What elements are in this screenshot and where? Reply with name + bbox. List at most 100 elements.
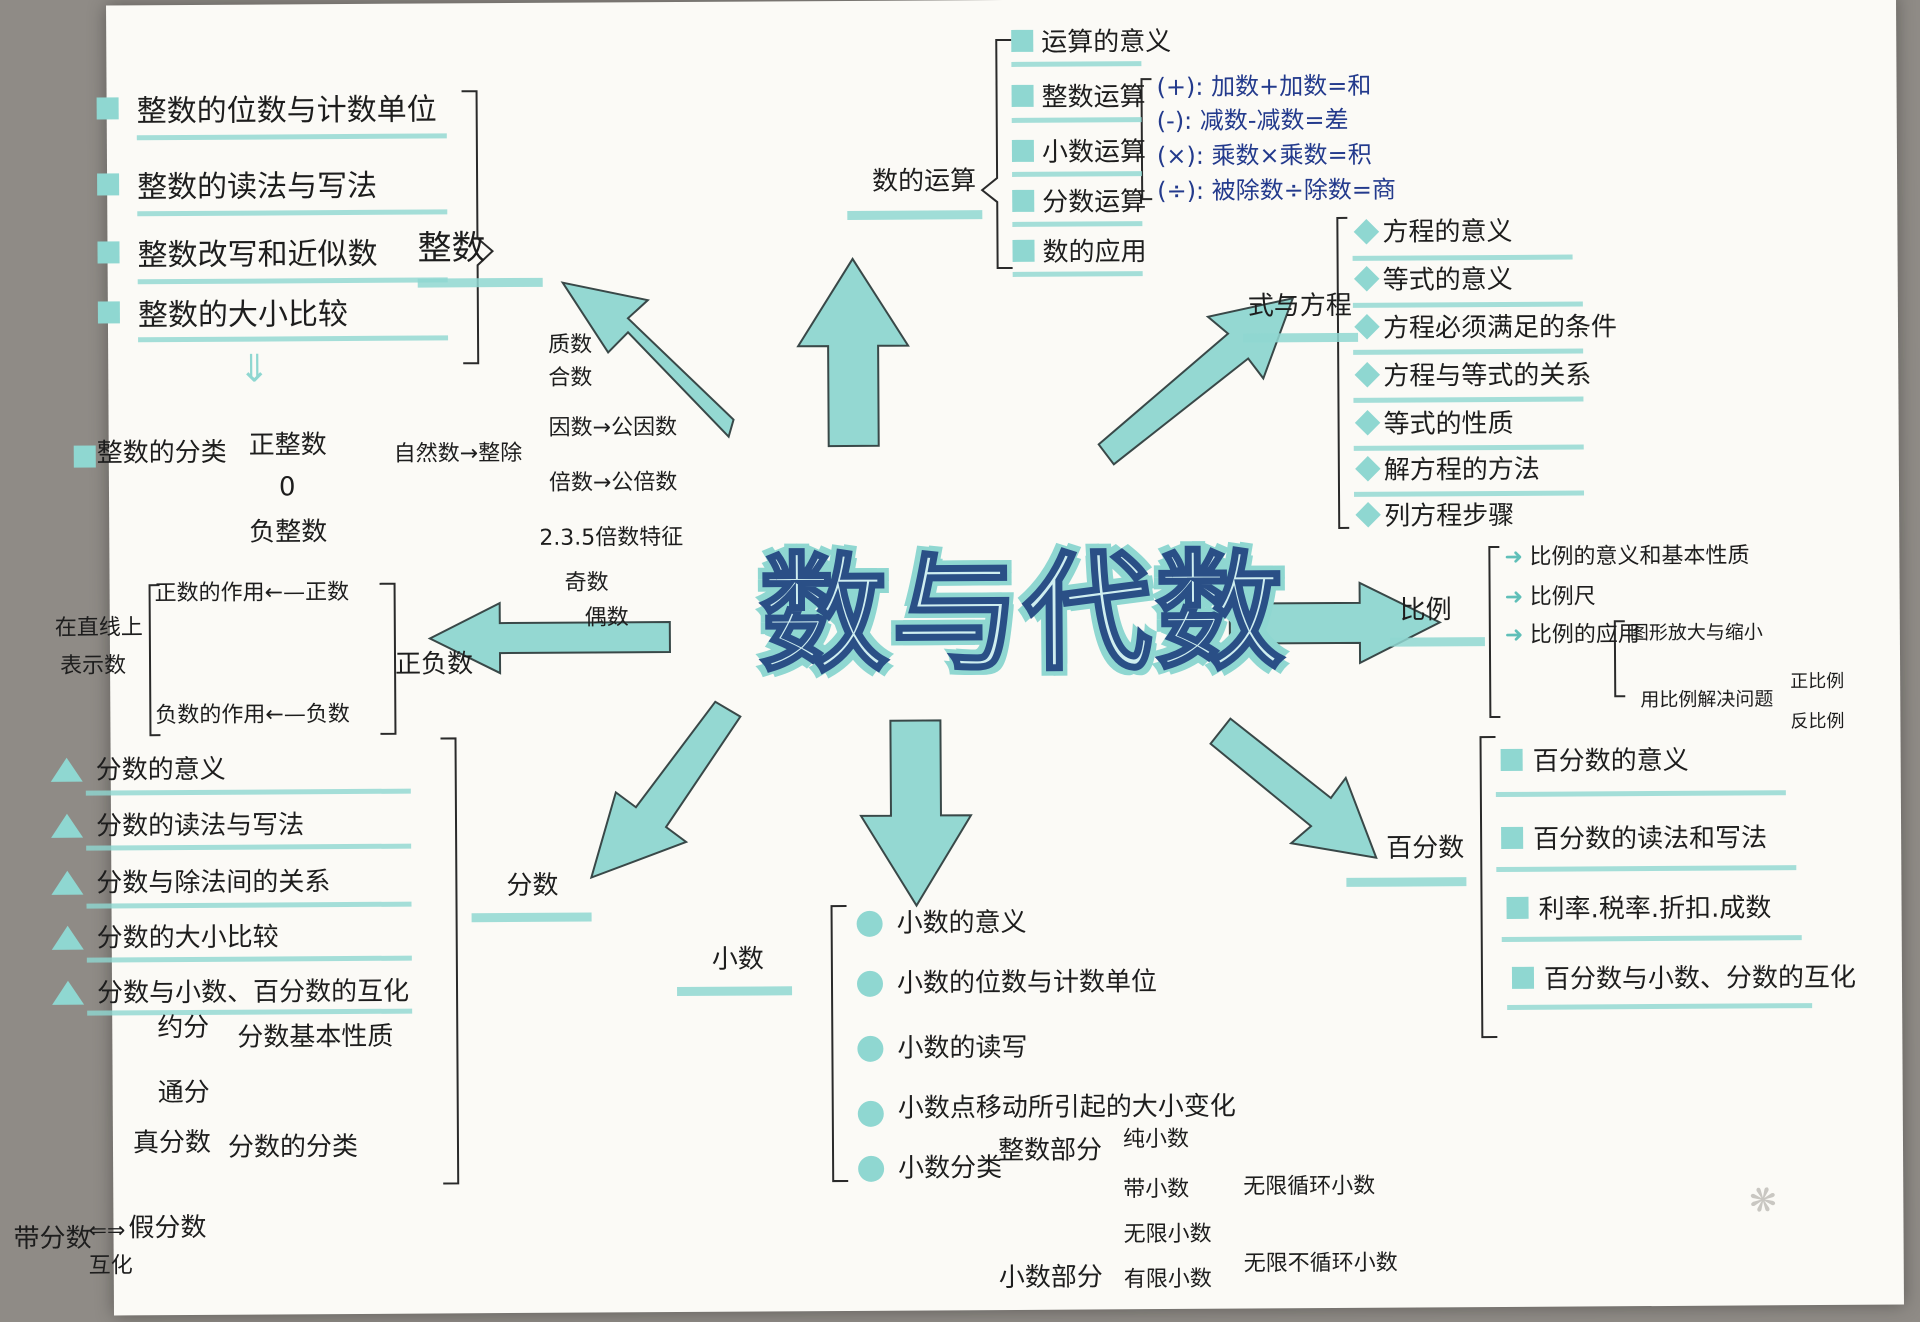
ratio-inverse: 反比例 xyxy=(1790,710,1845,733)
operations-item-2-underline xyxy=(1011,117,1142,123)
bullet-square xyxy=(96,97,119,120)
decimal-infinite: 无限小数 xyxy=(1123,1221,1212,1248)
bullet-triangle xyxy=(51,870,84,895)
operations-title-underline xyxy=(847,210,983,220)
brace-formulas xyxy=(1140,78,1153,201)
arrow-left xyxy=(427,601,671,675)
bullet-square xyxy=(73,445,96,468)
percent-title: 百分数 xyxy=(1386,833,1465,864)
integer-factor: 因数→公因数 xyxy=(548,414,678,441)
bullet-circle xyxy=(856,910,883,937)
integer-odd: 奇数 xyxy=(564,570,609,596)
signed-numberline-2: 表示数 xyxy=(59,653,127,679)
integer-item-3: 整数改写和近似数 xyxy=(137,236,378,274)
arrow-down xyxy=(859,719,973,908)
operations-title: 数的运算 xyxy=(872,166,977,197)
arrow-right-icon: ➜ xyxy=(1504,622,1524,648)
arrow-up-left xyxy=(560,281,735,439)
fraction-classification: 分数的分类 xyxy=(227,1131,359,1163)
brace-fraction xyxy=(440,737,460,1185)
ratio-direct: 正比例 xyxy=(1790,670,1845,693)
percent-title-underline xyxy=(1346,877,1467,887)
brace-numberline xyxy=(148,584,161,737)
formula-divide: (÷): 被除数÷除数=商 xyxy=(1157,175,1397,206)
decimal-finite: 有限小数 xyxy=(1123,1266,1212,1293)
bullet-square xyxy=(97,301,120,324)
bullet-square xyxy=(97,173,120,196)
formula-subtract: (-): 减数-减数=差 xyxy=(1156,105,1349,136)
decimal-title-underline xyxy=(677,986,793,997)
arrow-up xyxy=(796,257,910,448)
operations-item-3: 小数运算 xyxy=(1041,137,1147,168)
exchange-arrow-icon: ⇐⇒ xyxy=(88,1218,126,1244)
decimal-nonrepeating: 无限不循环小数 xyxy=(1243,1250,1398,1277)
bullet-square xyxy=(1011,84,1034,107)
bullet-triangle xyxy=(51,980,85,1005)
operations-item-5-underline xyxy=(1012,271,1143,277)
integer-classification-label: 整数的分类 xyxy=(96,437,227,469)
arrow-right-icon: ➜ xyxy=(1504,584,1524,610)
integer-item-1: 整数的位数与计数单位 xyxy=(136,92,437,130)
integer-multiple: 倍数→公倍数 xyxy=(548,469,678,496)
bullet-triangle xyxy=(50,757,83,782)
signed-positive: 正数的作用←—正数 xyxy=(154,580,350,607)
bullet-square xyxy=(1011,139,1034,162)
bullet-triangle xyxy=(51,925,84,950)
integer-type-zero: 0 xyxy=(278,472,296,503)
decimal-item-3: 小数的读写 xyxy=(897,1032,1028,1064)
decimal-item-1: 小数的意义 xyxy=(896,907,1027,939)
formula-multiply: (×): 乘数×乘数=积 xyxy=(1156,140,1372,171)
paper-sheet: 数与代数 整数 整数的位数与计数单位 整数的读法与写法 整数改写和近似数 整数的… xyxy=(13,0,1904,1316)
fraction-mixed-number: 带分数 xyxy=(13,1223,92,1255)
brace-percent xyxy=(1479,736,1498,1039)
fraction-common-denominator: 通分 xyxy=(157,1077,210,1109)
operations-item-4-underline xyxy=(1012,221,1143,227)
decimal-repeating: 无限循环小数 xyxy=(1243,1173,1376,1200)
percent-item-4: 百分数与小数、分数的互化 xyxy=(1543,962,1857,995)
integer-item-4: 整数的大小比较 xyxy=(137,297,349,334)
operations-item-1: 运算的意义 xyxy=(1041,26,1172,58)
brace-operations xyxy=(980,38,1013,270)
operations-item-1-underline xyxy=(1011,61,1142,67)
brace-equations xyxy=(1336,216,1350,529)
brace-signed xyxy=(379,582,397,735)
ratio-item-3: 比例的应用 xyxy=(1529,622,1640,648)
fraction-item-3: 分数与除法间的关系 xyxy=(96,867,331,899)
equations-item-1: 方程的意义 xyxy=(1382,216,1513,248)
ratio-item-1: 比例的意义和基本性质 xyxy=(1529,543,1750,570)
signed-numberline-1: 在直线上 xyxy=(54,615,143,641)
integer-natural-number: 自然数→整除 xyxy=(393,440,523,467)
bullet-triangle xyxy=(50,813,84,838)
center-title: 数与代数 xyxy=(758,537,1290,692)
brace-decimal xyxy=(830,904,849,1183)
operations-item-3-underline xyxy=(1012,171,1143,177)
decimal-class-int: 整数部分 xyxy=(997,1135,1103,1167)
fraction-item-2: 分数的读法与写法 xyxy=(95,810,305,842)
bullet-square xyxy=(1511,966,1535,989)
down-double-arrow-icon: ⇓ xyxy=(238,346,271,391)
brace-ratio-app xyxy=(1613,620,1626,698)
ratio-item-2: 比例尺 xyxy=(1529,584,1596,610)
percent-item-3: 利率.税率.折扣.成数 xyxy=(1538,893,1772,925)
integer-type-negative: 负整数 xyxy=(249,517,328,548)
bullet-circle xyxy=(857,1100,884,1127)
bullet-circle xyxy=(856,970,884,997)
bullet-square xyxy=(1506,896,1529,919)
arrow-right-icon: ➜ xyxy=(1504,544,1523,570)
formula-add: (+): 加数+加数=和 xyxy=(1156,71,1372,102)
percent-item-1: 百分数的意义 xyxy=(1532,745,1689,777)
decimal-title: 小数 xyxy=(711,944,764,975)
brace-integer xyxy=(461,90,495,365)
fraction-mutual-conversion: 互化 xyxy=(88,1253,133,1279)
integer-item-2: 整数的读法与写法 xyxy=(137,168,378,206)
decimal-mixed: 带小数 xyxy=(1123,1176,1190,1203)
operations-item-5: 数的应用 xyxy=(1042,237,1147,268)
operations-item-4: 分数运算 xyxy=(1042,187,1147,218)
mindmap-connectors xyxy=(148,38,1626,1185)
equations-item-2: 等式的意义 xyxy=(1382,264,1513,296)
integer-title: 整数 xyxy=(417,228,486,269)
fraction-basic-property: 分数基本性质 xyxy=(237,1021,394,1053)
fraction-title-underline xyxy=(471,912,592,923)
brace-ratio xyxy=(1488,545,1501,719)
ratio-title: 比例 xyxy=(1399,595,1452,626)
